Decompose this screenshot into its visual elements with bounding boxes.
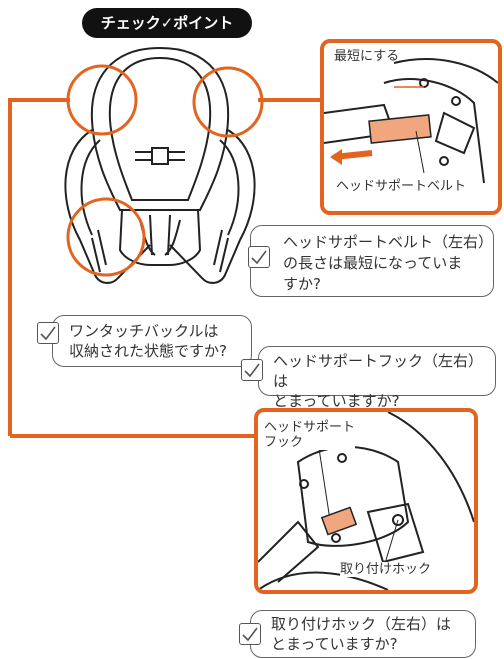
shortest-label: 最短にする	[334, 49, 400, 64]
head-support-hook-label: ヘッドサポート フック	[264, 420, 356, 450]
check-point-label: チェック✓ポイント	[100, 14, 234, 32]
check-icon	[239, 623, 261, 645]
belt-detail-panel: 最短にする ヘッドサポートベルト	[320, 39, 502, 215]
check-icon	[37, 322, 59, 344]
baby-carrier-illustration	[64, 46, 256, 284]
belt-length-callout: ヘッドサポートベルト（左右） の長さは最短になっていま すか?	[248, 225, 494, 297]
attach-hook-question: 取り付けホック（左右）は とまっていますか?	[271, 615, 452, 653]
belt-detail-illustration	[324, 58, 498, 184]
head-support-belt-label: ヘッドサポートベルト	[336, 179, 467, 194]
buckle-callout: ワンタッチバックルは 収納された状態ですか?	[37, 315, 252, 367]
attach-hook-label: 取り付けホック	[340, 562, 432, 577]
buckle-question: ワンタッチバックルは 収納された状態ですか?	[69, 322, 227, 360]
check-point-badge: チェック✓ポイント	[82, 8, 252, 38]
belt-length-question: ヘッドサポートベルト（左右） の長さは最短になっていま すか?	[283, 233, 494, 293]
hook-callout: ヘッドサポートフック（左右）は とまっていますか?	[241, 346, 496, 410]
check-icon	[241, 359, 263, 381]
check-icon	[248, 246, 270, 268]
hook-question: ヘッドサポートフック（左右）は とまっていますか?	[273, 352, 484, 410]
hook-detail-panel: ヘッドサポート フック 取り付けホック	[254, 408, 478, 594]
attach-hook-callout: 取り付けホック（左右）は とまっていますか?	[239, 610, 476, 658]
